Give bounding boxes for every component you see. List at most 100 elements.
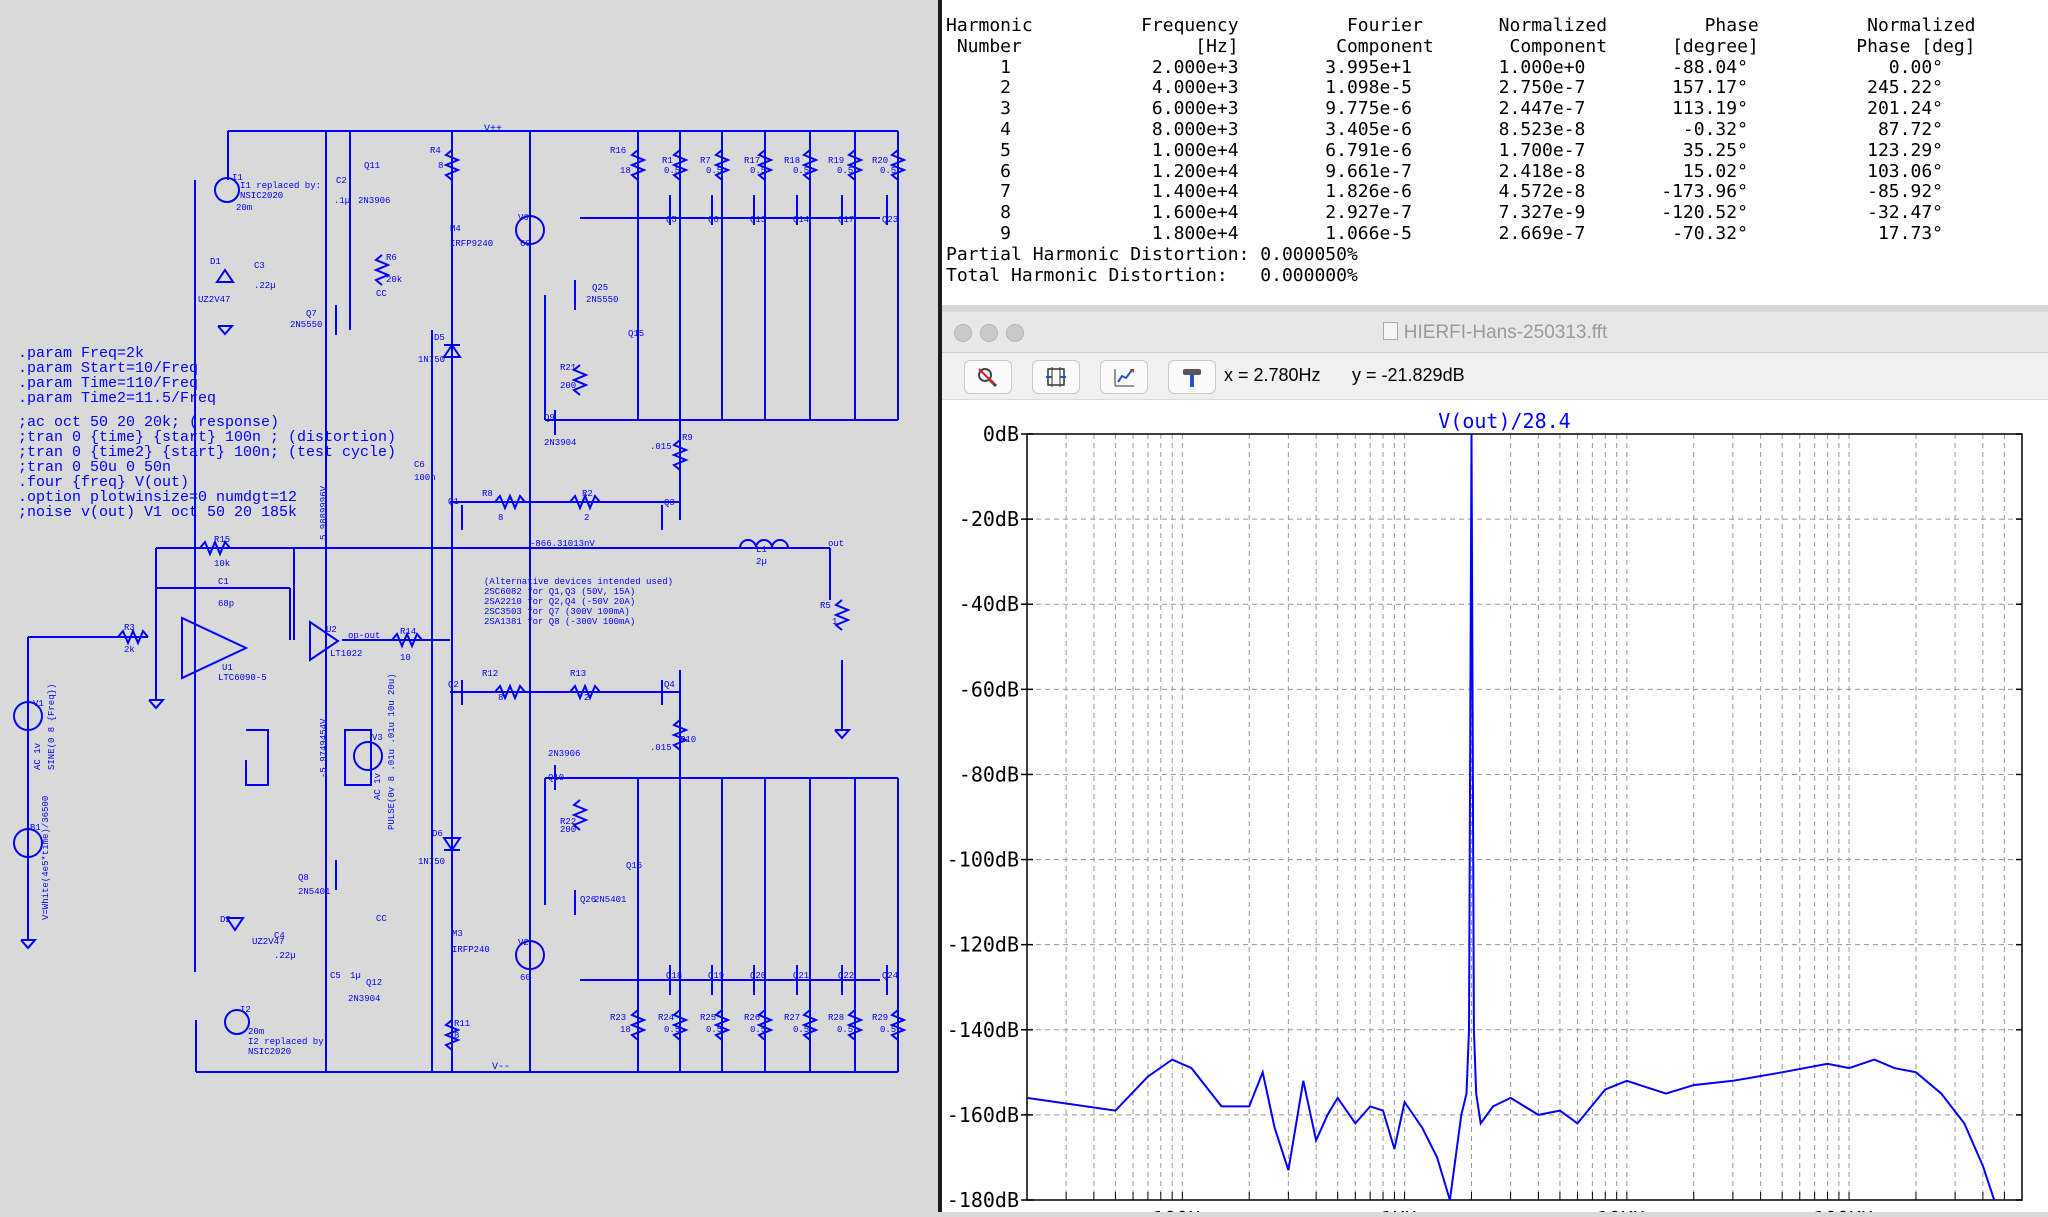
component-label[interactable]: Q22 bbox=[838, 971, 854, 981]
component-label[interactable]: I2 bbox=[240, 1005, 251, 1015]
component-label[interactable]: Q12 bbox=[366, 978, 382, 988]
spice-directive[interactable]: ;tran 0 50u 0 50n bbox=[18, 459, 171, 476]
component-label[interactable]: Q26 bbox=[580, 895, 596, 905]
component-label[interactable]: Q2 bbox=[448, 680, 459, 690]
component-label[interactable]: R10 bbox=[680, 735, 696, 745]
component-label[interactable]: R7 bbox=[700, 156, 711, 166]
component-label[interactable]: 0.5 bbox=[750, 1025, 766, 1035]
component-label[interactable]: R6 bbox=[386, 253, 397, 263]
source-label[interactable]: SINE(0 8 {Freq}) bbox=[47, 684, 57, 770]
component-label[interactable]: D1 bbox=[210, 257, 221, 267]
component-label[interactable]: R16 bbox=[610, 146, 626, 156]
title-bar[interactable]: HIERFI-Hans-250313.fft bbox=[942, 312, 2048, 353]
spice-directive[interactable]: ;noise v(out) V1 oct 50 20 185k bbox=[18, 504, 297, 521]
component-label[interactable]: .1µ bbox=[334, 196, 350, 206]
component-label[interactable]: IRFP9240 bbox=[450, 239, 493, 249]
component-label[interactable]: Q16 bbox=[626, 861, 642, 871]
component-label[interactable]: V1 bbox=[33, 699, 44, 709]
component-label[interactable]: Q25 bbox=[592, 283, 608, 293]
component-label[interactable]: 68p bbox=[218, 599, 234, 609]
component-label[interactable]: R29 bbox=[872, 1013, 888, 1023]
component-label[interactable]: D5 bbox=[434, 333, 445, 343]
component-label[interactable]: Q13 bbox=[750, 215, 766, 225]
trace-title[interactable]: V(out)/28.4 bbox=[1438, 409, 1570, 433]
component-label[interactable]: Q17 bbox=[838, 215, 854, 225]
component-label[interactable]: L1 bbox=[756, 545, 767, 555]
spice-directive[interactable]: .param Start=10/Freq bbox=[18, 360, 198, 377]
component-label[interactable]: Q19 bbox=[708, 971, 724, 981]
component-label[interactable]: 2 bbox=[584, 693, 589, 703]
hammer-tool-button[interactable] bbox=[1168, 360, 1216, 394]
component-label[interactable]: Q1 bbox=[448, 497, 459, 507]
component-label[interactable]: 0.5 bbox=[837, 1025, 853, 1035]
spice-directive[interactable]: .param Time=110/Freq bbox=[18, 375, 198, 392]
net-label[interactable]: V++ bbox=[484, 124, 502, 135]
close-window-button[interactable] bbox=[954, 324, 972, 342]
component-label[interactable]: 60 bbox=[520, 973, 531, 983]
fft-trace[interactable] bbox=[1026, 433, 1996, 1201]
source-label[interactable]: 20m bbox=[236, 203, 252, 213]
component-label[interactable]: R17 bbox=[744, 156, 760, 166]
component-label[interactable]: 60 bbox=[520, 239, 531, 249]
zoom-window-button[interactable] bbox=[1006, 324, 1024, 342]
component-label[interactable]: Q6 bbox=[708, 215, 719, 225]
component-label[interactable]: 1N750 bbox=[418, 355, 445, 365]
component-label[interactable]: 2k bbox=[124, 645, 135, 655]
spice-directive[interactable]: ;ac oct 50 20 20k; (response) bbox=[18, 414, 279, 431]
component-label[interactable]: R27 bbox=[784, 1013, 800, 1023]
source-label[interactable]: AC 1v bbox=[33, 742, 43, 770]
component-label[interactable]: C4 bbox=[274, 931, 285, 941]
component-label[interactable]: 8 bbox=[498, 693, 503, 703]
component-label[interactable]: Q14 bbox=[793, 215, 809, 225]
component-label[interactable]: 2 bbox=[584, 513, 589, 523]
component-label[interactable]: R21 bbox=[560, 363, 576, 373]
component-label[interactable]: R2 bbox=[582, 489, 593, 499]
component-label[interactable]: Q23 bbox=[882, 215, 898, 225]
component-label[interactable]: 8 bbox=[438, 161, 443, 171]
spice-directive[interactable]: .option plotwinsize=0 numdgt=12 bbox=[18, 489, 297, 506]
net-label[interactable]: V-- bbox=[492, 1062, 510, 1073]
component-label[interactable]: Q10 bbox=[548, 773, 564, 783]
component-label[interactable]: R20 bbox=[872, 156, 888, 166]
component-label[interactable]: 0.5 bbox=[793, 166, 809, 176]
source-label[interactable]: PULSE(0v 8 .01u .01u 10u 20u) bbox=[387, 673, 397, 830]
component-label[interactable]: CC bbox=[376, 914, 387, 924]
component-label[interactable]: R25 bbox=[700, 1013, 716, 1023]
component-label[interactable]: 8 bbox=[498, 513, 503, 523]
fourier-output-pane[interactable]: Harmonic Frequency Fourier Normalized Ph… bbox=[942, 0, 2048, 305]
component-label[interactable]: B1 bbox=[30, 823, 41, 833]
component-label[interactable]: D2 bbox=[220, 915, 231, 925]
source-label[interactable]: V=White(4e5*time)/36500 bbox=[41, 796, 51, 920]
component-label[interactable]: R15 bbox=[214, 535, 230, 545]
component-label[interactable]: 2µ bbox=[756, 557, 767, 567]
component-label[interactable]: R1 bbox=[662, 156, 673, 166]
component-label[interactable]: R4 bbox=[430, 146, 441, 156]
source-label[interactable]: NSIC2020 bbox=[240, 191, 283, 201]
component-label[interactable]: 0.5 bbox=[793, 1025, 809, 1035]
zoom-tool-button[interactable] bbox=[964, 360, 1012, 394]
component-label[interactable]: 0.5 bbox=[750, 166, 766, 176]
autorange-button[interactable] bbox=[1032, 360, 1080, 394]
comment-text[interactable]: 2SA2210 for Q2,Q4 (-50V 20A) bbox=[484, 597, 635, 607]
component-label[interactable]: M4 bbox=[450, 224, 461, 234]
component-label[interactable]: R19 bbox=[828, 156, 844, 166]
component-label[interactable]: I1 bbox=[232, 173, 243, 183]
component-label[interactable]: .015 bbox=[650, 442, 672, 452]
comment-text[interactable]: 2SC3503 for Q7 (300V 100mA) bbox=[484, 607, 630, 617]
component-label[interactable]: LTC6090-5 bbox=[218, 673, 267, 683]
component-label[interactable]: R18 bbox=[784, 156, 800, 166]
fft-chart[interactable]: 0dB-20dB-40dB-60dB-80dB-100dB-120dB-140d… bbox=[942, 400, 2048, 1217]
component-label[interactable]: D6 bbox=[432, 829, 443, 839]
component-label[interactable]: 0.5 bbox=[706, 1025, 722, 1035]
spice-directive[interactable]: .param Time2=11.5/Freq bbox=[18, 390, 216, 407]
component-label[interactable]: 1 bbox=[832, 617, 837, 627]
component-label[interactable]: R23 bbox=[610, 1013, 626, 1023]
spice-directive[interactable]: .four {freq} V(out) bbox=[18, 474, 189, 491]
comment-text[interactable]: (Alternative devices intended used) bbox=[484, 577, 673, 587]
component-label[interactable]: 0.5 bbox=[837, 166, 853, 176]
component-label[interactable]: 200 bbox=[560, 381, 576, 391]
component-label[interactable]: R24 bbox=[658, 1013, 674, 1023]
component-label[interactable]: Q11 bbox=[364, 161, 380, 171]
component-label[interactable]: 2N5401 bbox=[594, 895, 626, 905]
component-label[interactable]: Q18 bbox=[666, 971, 682, 981]
